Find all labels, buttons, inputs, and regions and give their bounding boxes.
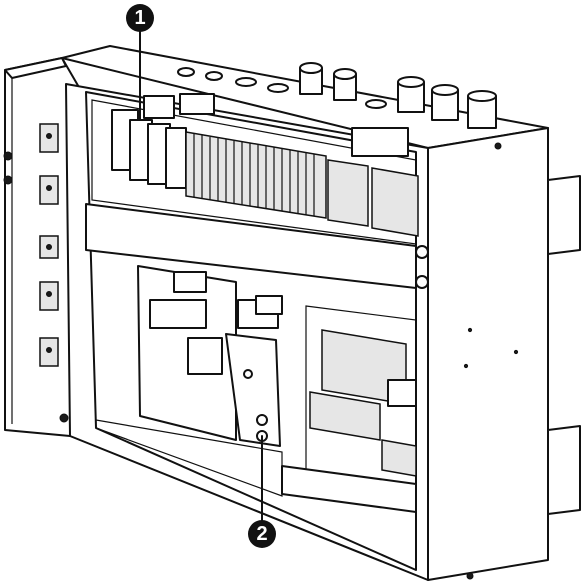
cover-plate bbox=[85, 203, 429, 289]
callout-1-badge bbox=[126, 4, 154, 32]
callout-2-label: 2 bbox=[256, 523, 267, 545]
upper-terminal-section bbox=[91, 93, 419, 245]
door-connectors bbox=[39, 123, 59, 367]
terminal-block-stripes bbox=[193, 134, 315, 216]
callout-2: 2 bbox=[248, 435, 276, 548]
lower-section bbox=[95, 265, 417, 513]
callout-1: 1 bbox=[126, 4, 154, 121]
callout-2-badge bbox=[248, 520, 276, 548]
cable-glands bbox=[177, 62, 497, 129]
callout-1-label: 1 bbox=[134, 7, 145, 29]
